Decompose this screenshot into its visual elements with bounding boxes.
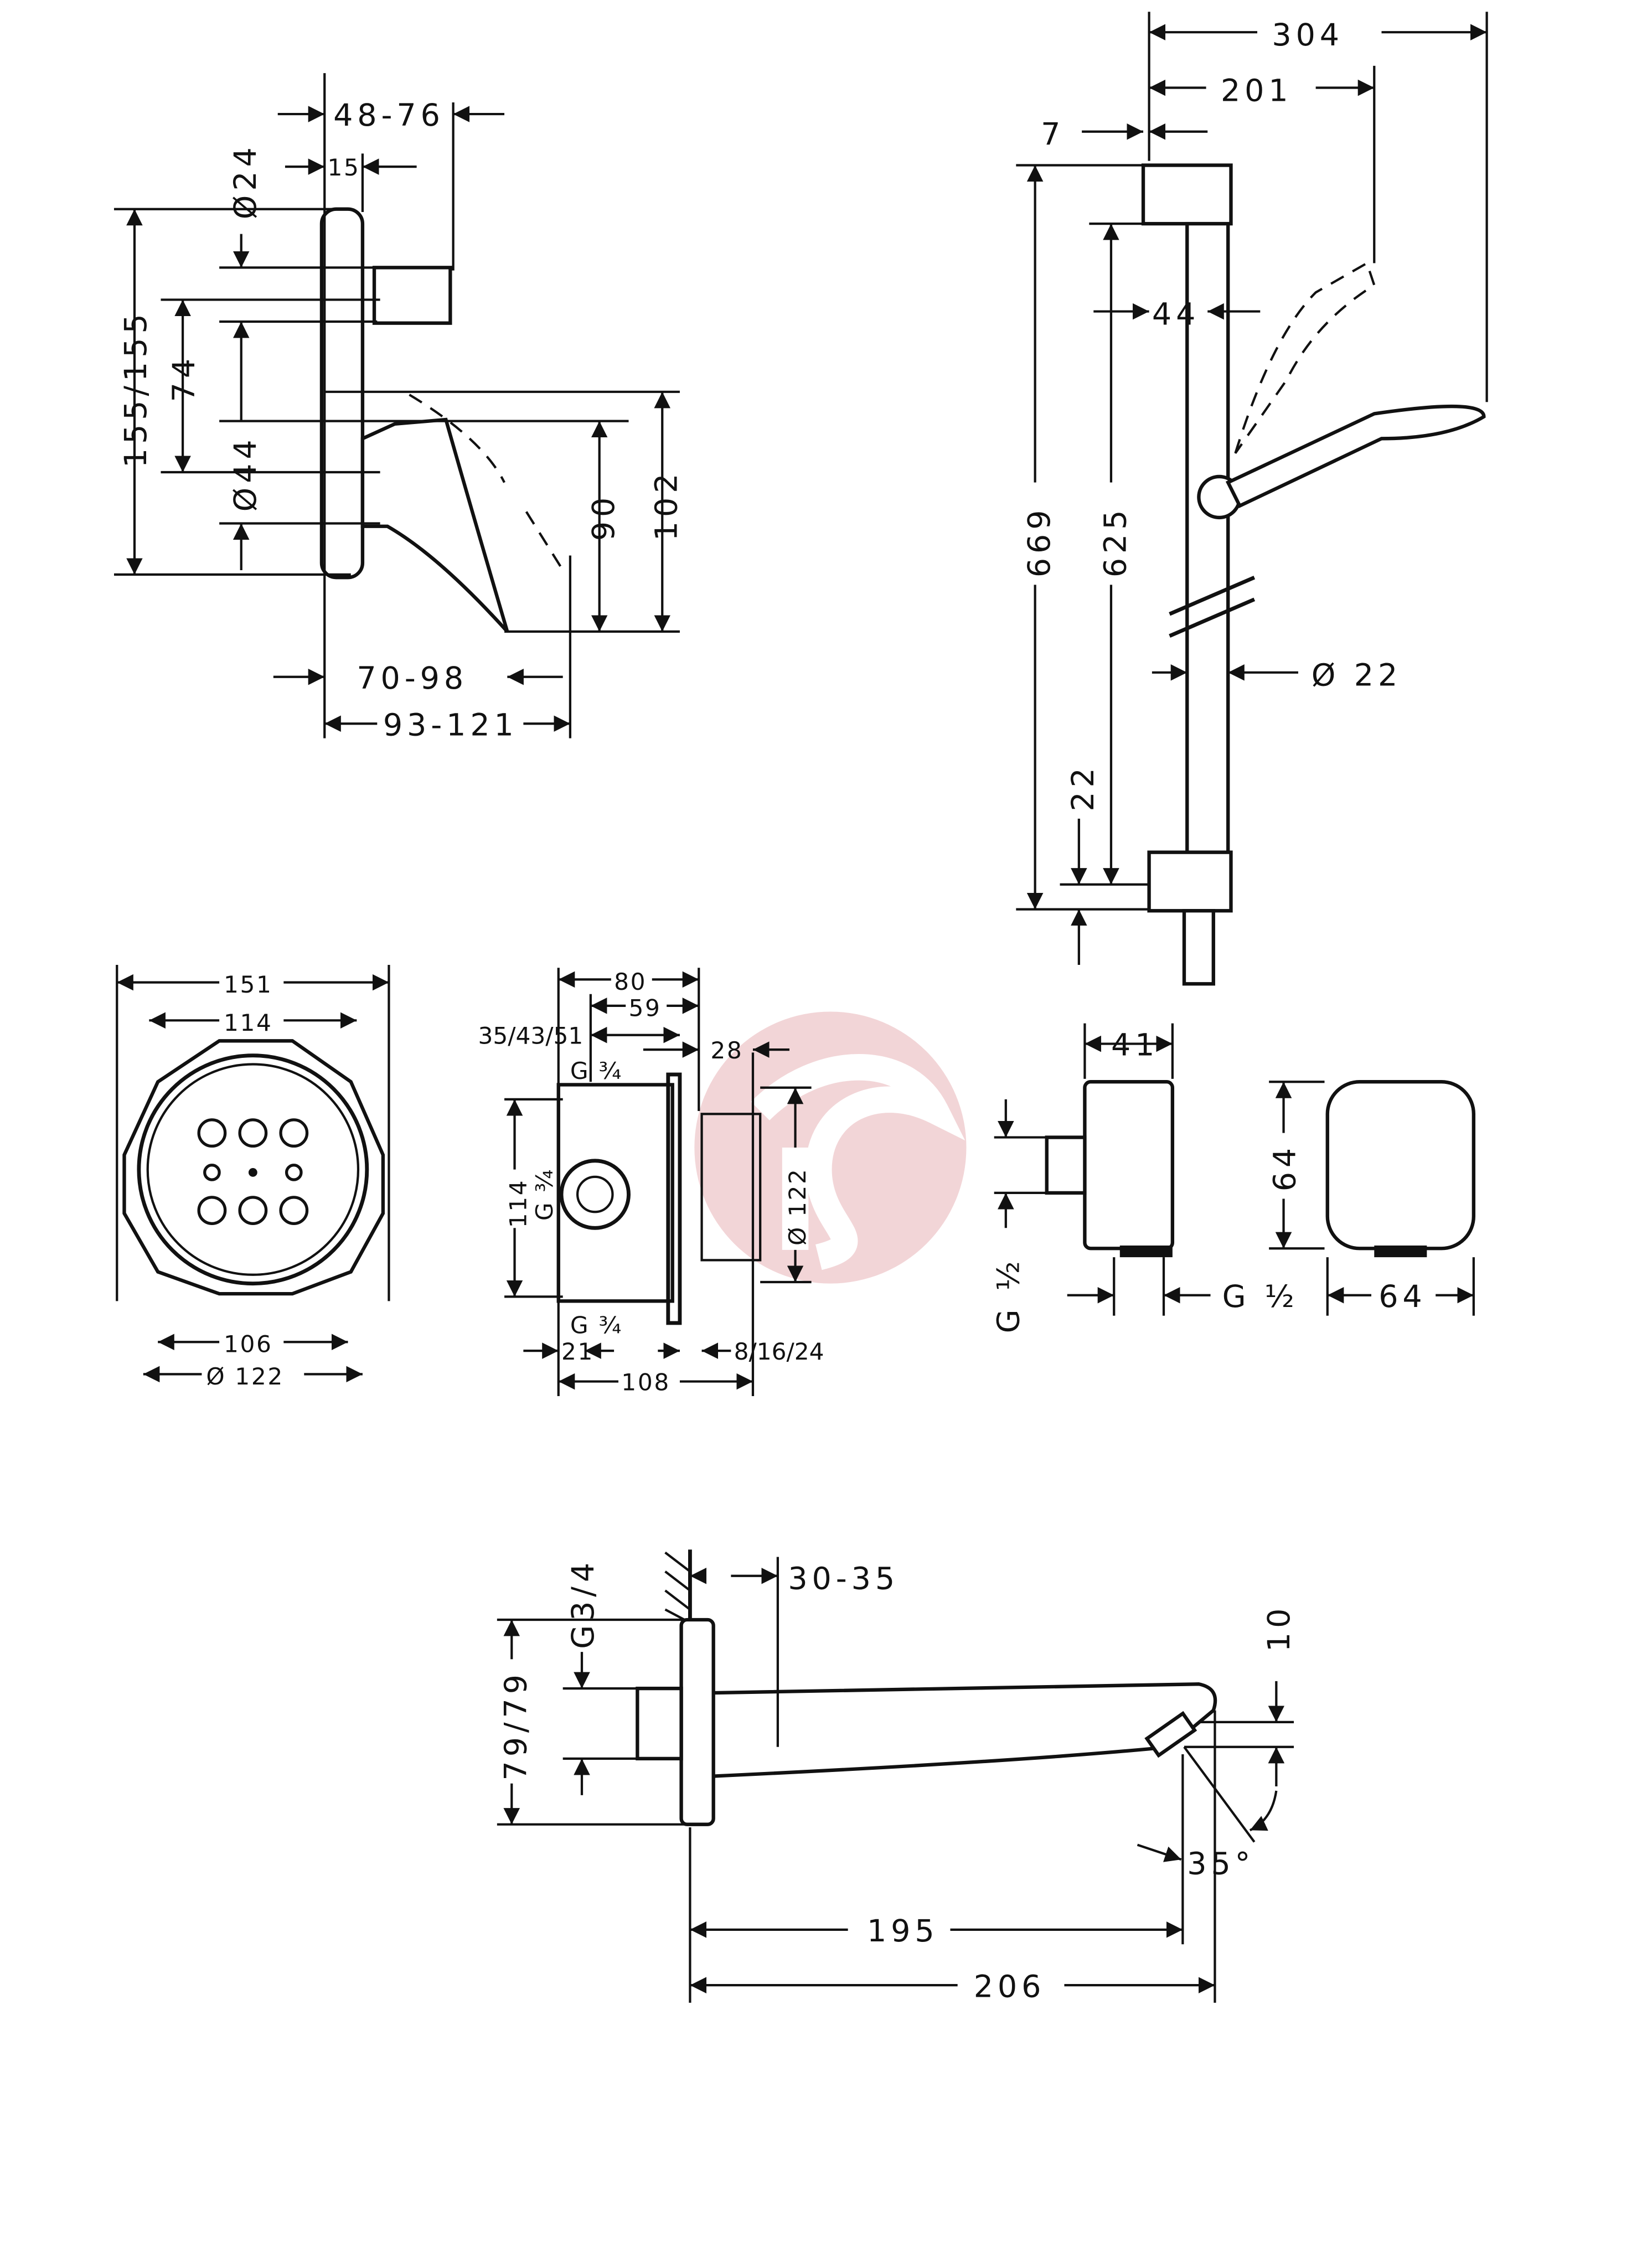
dim-outlet-41: 41 [1111, 1028, 1159, 1063]
dim-rail-d22: Ø 22 [1312, 658, 1402, 694]
wall-outlet-drawing [994, 1023, 1476, 1316]
mixer-drawing [113, 73, 680, 738]
label-g34-top: G ¾ [570, 1057, 623, 1084]
dim-side-21: 21 [561, 1338, 594, 1365]
dim-rail-7: 7 [1041, 117, 1065, 153]
dim-side-35-43-51: 35/43/51 [478, 1022, 584, 1050]
dim-spout-10: 10 [1262, 1604, 1297, 1652]
shower-rail-drawing [1016, 12, 1488, 986]
dim-outlet-64-width: 64 [1379, 1279, 1426, 1315]
dim-rail-22: 22 [1066, 763, 1101, 811]
dim-mixer-93-121: 93-121 [383, 707, 518, 743]
dim-rail-669: 669 [1022, 506, 1057, 578]
dim-box-106: 106 [224, 1331, 273, 1358]
label-g34-bottom: G ¾ [570, 1311, 623, 1339]
label-outlet-g12: G ½ [1222, 1279, 1299, 1315]
dim-mixer-102: 102 [649, 469, 685, 541]
dim-mixer-90: 90 [586, 493, 622, 541]
dim-mixer-155: 155/155 [118, 309, 154, 468]
dim-outlet-64-height: 64 [1268, 1144, 1303, 1191]
dim-side-80: 80 [614, 968, 647, 995]
dim-rail-304: 304 [1272, 18, 1344, 53]
dim-spout-206: 206 [974, 1969, 1046, 2004]
watermark-logo [694, 1011, 967, 1284]
dim-mixer-74: 74 [167, 354, 202, 402]
label-g34-mid: G ¾ [531, 1168, 558, 1221]
dim-box-151: 151 [224, 971, 273, 998]
dim-mixer-15: 15 [328, 154, 360, 181]
dim-box-d122: Ø 122 [206, 1363, 284, 1390]
dim-box-114: 114 [224, 1009, 273, 1036]
dim-side-114: 114 [505, 1179, 532, 1228]
dim-spout-angle: 35° [1187, 1846, 1255, 1882]
label-spout-g34: G3/4 [566, 1558, 601, 1649]
dim-rail-44: 44 [1152, 297, 1200, 332]
dim-spout-79-79: 79/79 [499, 1670, 534, 1780]
dim-mixer-70-98: 70-98 [357, 661, 468, 696]
dim-spout-195: 195 [867, 1914, 939, 1949]
dim-side-d122: Ø 122 [784, 1167, 811, 1246]
bath-spout-drawing [497, 1549, 1294, 2003]
dim-side-108: 108 [621, 1368, 670, 1396]
dim-mixer-48-76: 48-76 [333, 98, 445, 133]
dim-side-8-16-24: 8/16/24 [734, 1338, 824, 1365]
dim-rail-201: 201 [1221, 73, 1293, 108]
dim-side-59: 59 [629, 994, 662, 1021]
dim-mixer-d24: Ø24 [228, 143, 264, 219]
dim-mixer-d44: Ø44 [228, 435, 264, 512]
label-outlet-g12-side: G ½ [992, 1257, 1027, 1333]
dim-spout-30-35: 30-35 [788, 1562, 899, 1597]
dim-rail-625: 625 [1098, 506, 1133, 578]
dim-side-28: 28 [710, 1037, 743, 1064]
installation-box-front [116, 964, 390, 1383]
